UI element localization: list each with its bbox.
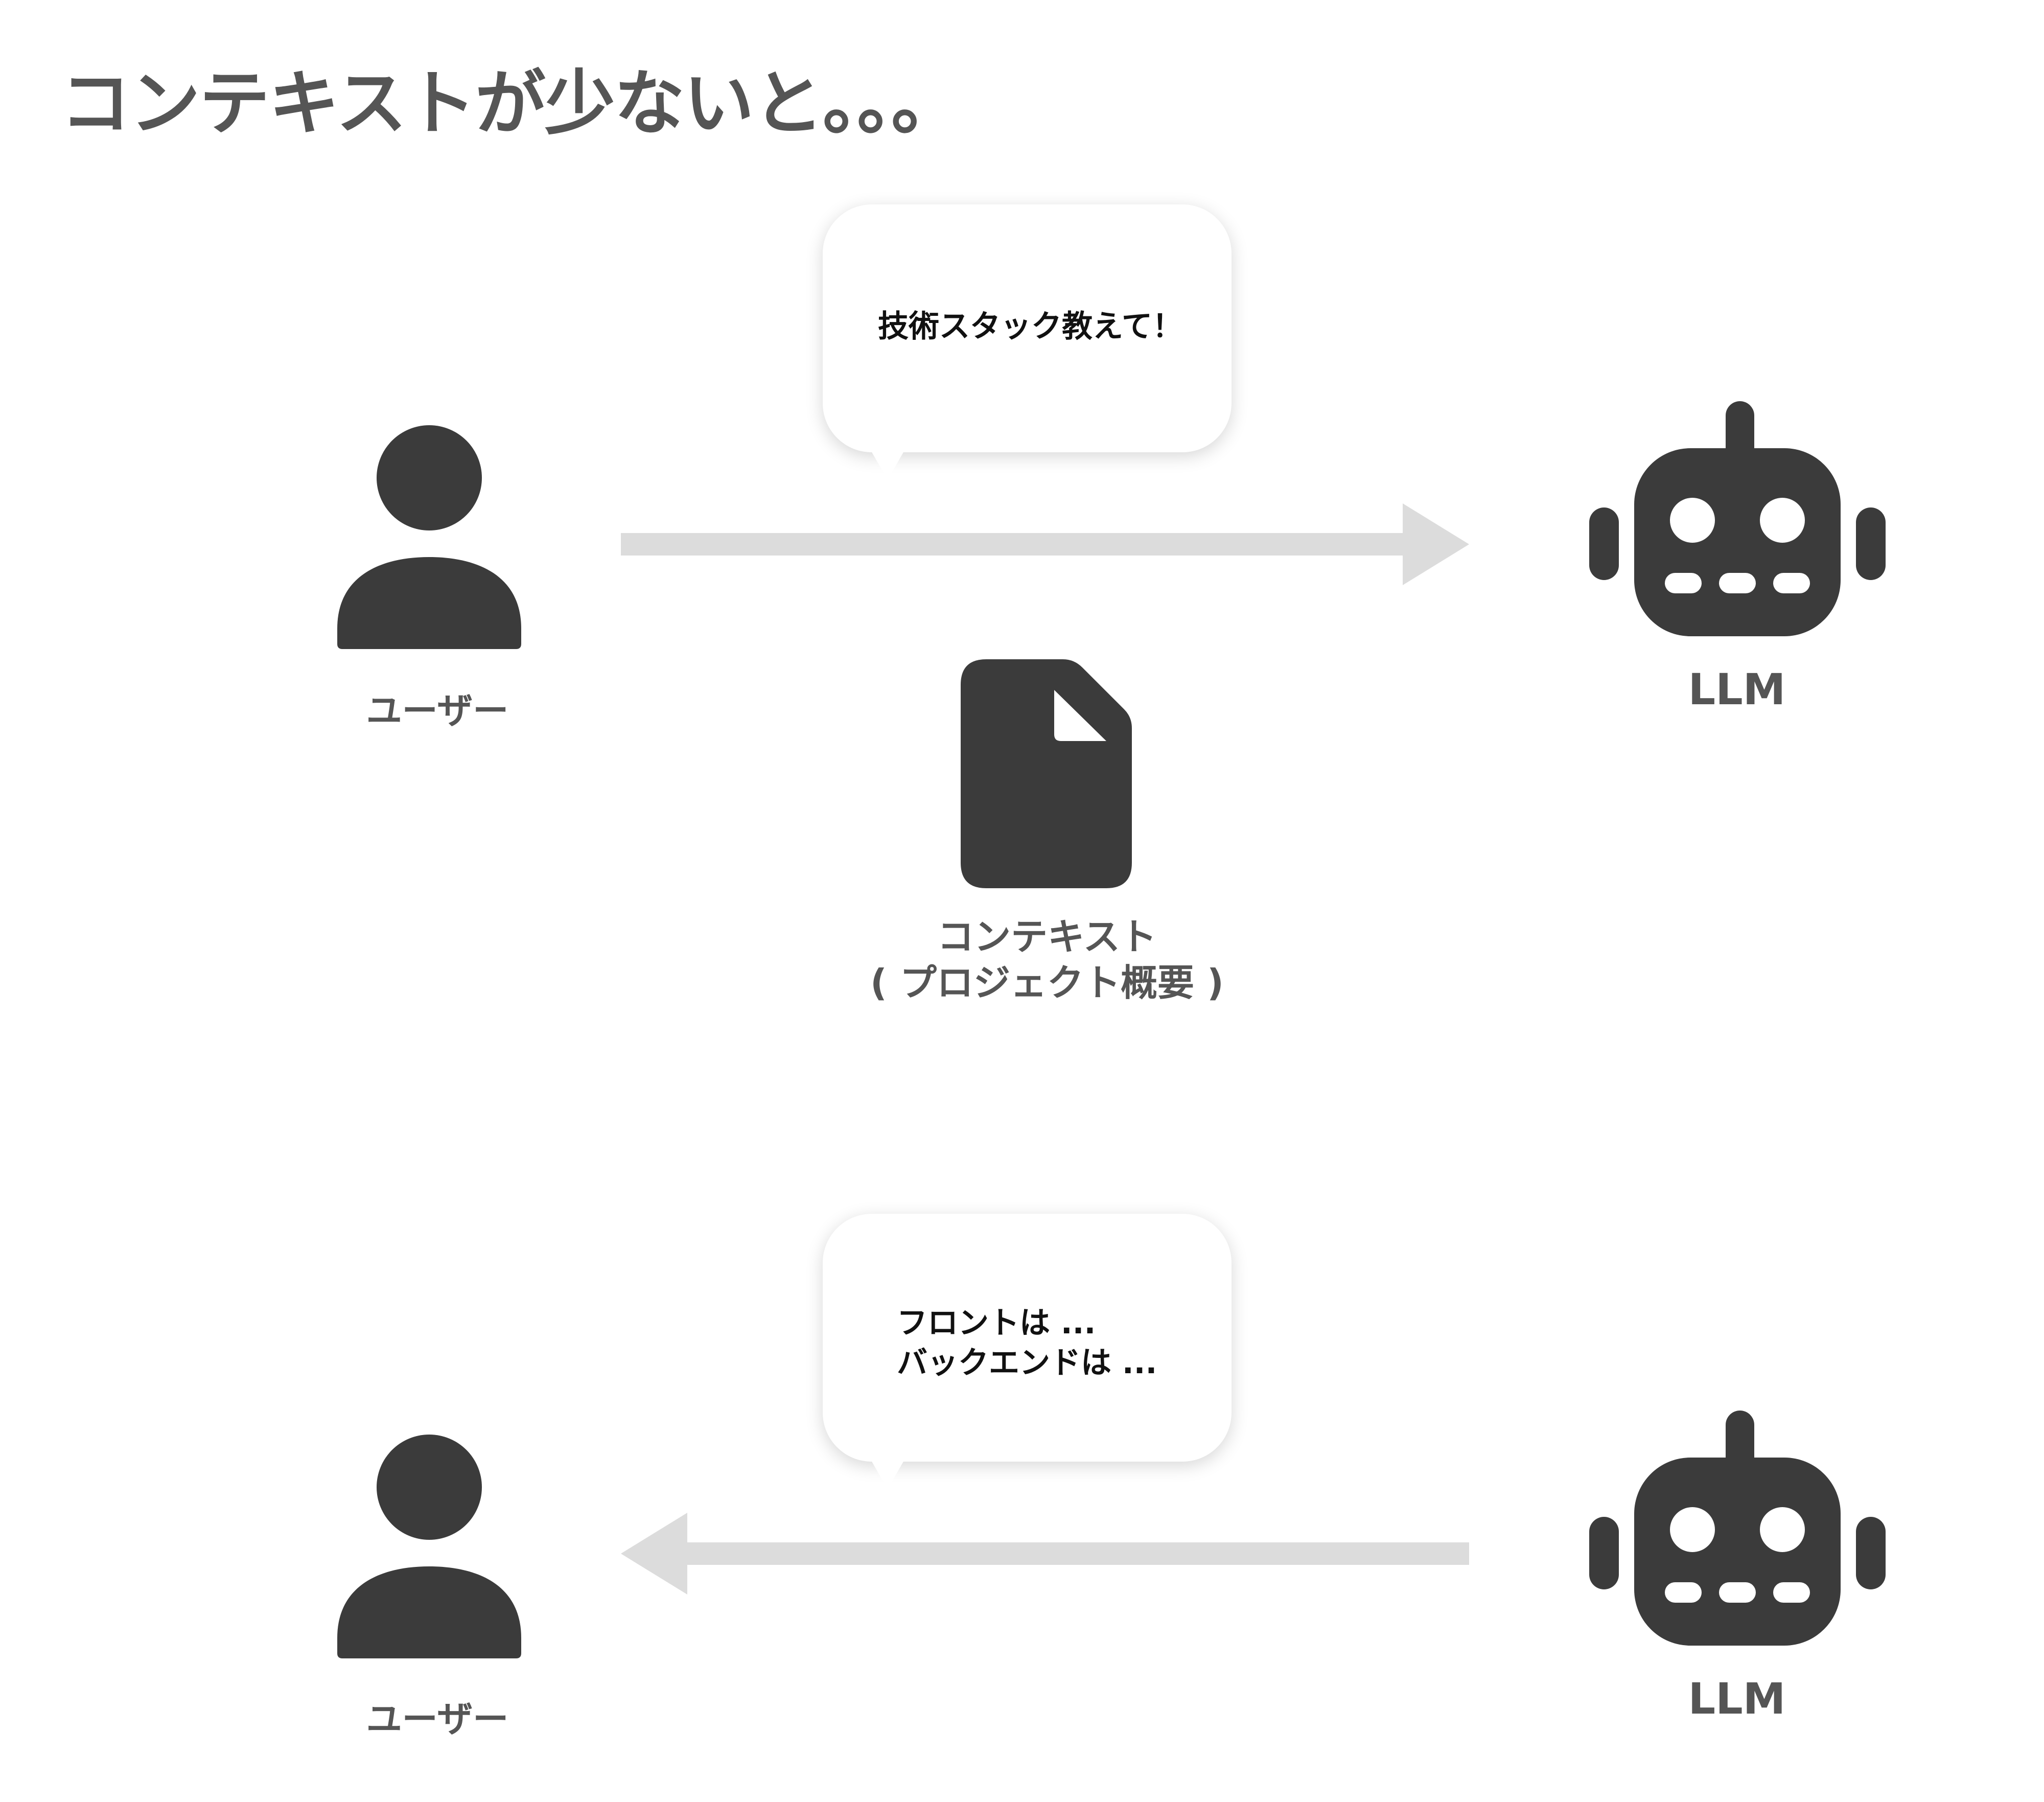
arrow-right	[621, 503, 1469, 585]
context-label: コンテキスト ( プロジェクト概要 )	[817, 914, 1277, 1006]
speech-bubble: 技術スタック教えて！	[823, 204, 1232, 480]
llm-label: LLM	[1688, 1674, 1786, 1724]
person-icon	[337, 1435, 521, 1658]
user-label: ユーザー	[366, 690, 509, 732]
arrow-left	[621, 1513, 1469, 1595]
bubble-text-line1: フロントは ...	[897, 1305, 1096, 1341]
user-label: ユーザー	[366, 1698, 509, 1740]
context-label-line2: ( プロジェクト概要 )	[870, 961, 1224, 1004]
document-icon	[961, 659, 1132, 888]
robot-icon	[1589, 1411, 1886, 1646]
bubble-text: フロントは ... バックエンドは ...	[897, 1303, 1157, 1383]
bubble-text-line2: バックエンドは ...	[897, 1345, 1157, 1381]
person-icon	[337, 425, 521, 649]
bubble-text: 技術スタック教えて！	[878, 309, 1183, 344]
robot-icon	[1589, 401, 1886, 636]
context-label-line1: コンテキスト	[937, 915, 1157, 958]
speech-bubble: フロントは ... バックエンドは ...	[823, 1214, 1232, 1489]
llm-label: LLM	[1688, 664, 1786, 714]
page-title: コンテキストが少ないと。。。	[60, 62, 962, 145]
